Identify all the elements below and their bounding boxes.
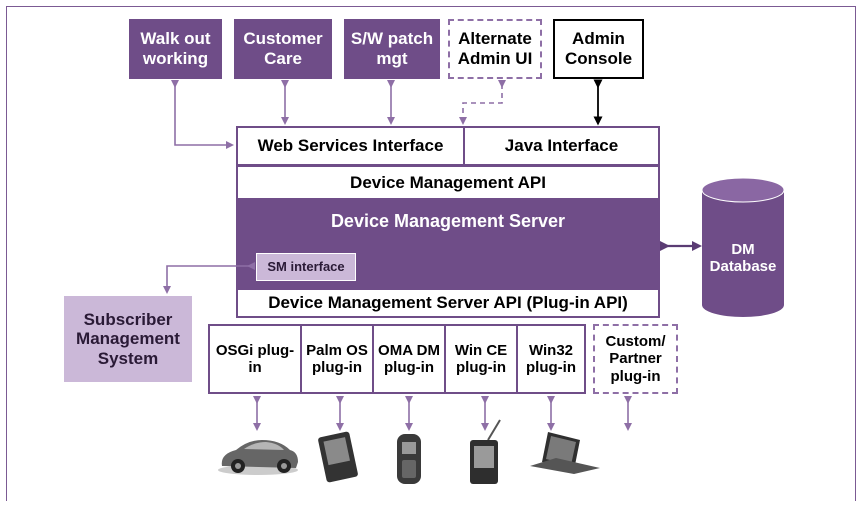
car-icon <box>218 440 298 475</box>
palm-os-plugin-box: Palm OS plug-in <box>300 324 374 394</box>
alternate-admin-ui-box: Alternate Admin UI <box>448 19 542 79</box>
dm-database-icon <box>701 177 785 317</box>
mobile-phone-icon <box>397 434 421 484</box>
oma-dm-plugin-box: OMA DM plug-in <box>372 324 446 394</box>
walk-out-connector <box>171 80 234 149</box>
laptop-icon <box>530 432 600 474</box>
subscriber-management-system-box: Subscriber Management System <box>64 296 192 382</box>
dm-database-label: DM Database <box>709 240 777 275</box>
palm-device-icon <box>318 431 358 483</box>
device-management-server-api-box: Device Management Server API (Plug-in AP… <box>236 288 660 318</box>
sw-patch-mgt-box: S/W patch mgt <box>344 19 440 79</box>
device-management-server-label: Device Management Server <box>330 210 566 231</box>
customer-care-box: Customer Care <box>234 19 332 79</box>
admin-console-box: Admin Console <box>553 19 644 79</box>
custom-partner-plugin-box: Custom/ Partner plug-in <box>593 324 678 394</box>
device-management-api-box: Device Management API <box>236 165 660 200</box>
pocket-pc-icon <box>470 419 501 484</box>
sm-subscriber-connector <box>163 262 255 294</box>
win32-plugin-box: Win32 plug-in <box>516 324 586 394</box>
diagram-frame <box>6 6 856 501</box>
sm-interface-box: SM interface <box>256 253 356 281</box>
osgi-plugin-box: OSGi plug-in <box>208 324 302 394</box>
alternate-admin-connector <box>459 80 506 125</box>
walk-out-working-box: Walk out working <box>129 19 222 79</box>
